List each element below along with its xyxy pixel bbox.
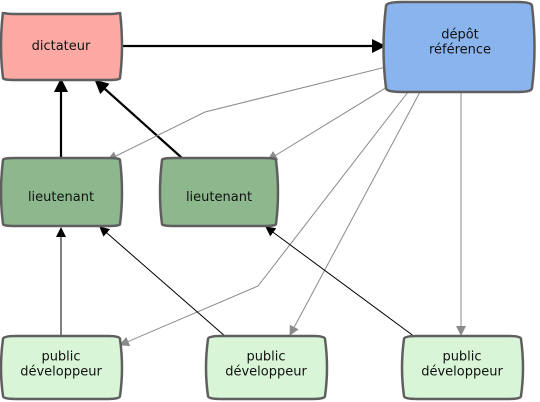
edges [54, 39, 466, 347]
edge-reference-to-dev-left [119, 91, 409, 347]
lieutenant-left-node: lieutenant [0, 156, 124, 228]
lieutenant-left-node-shape [0, 156, 124, 228]
dictator-label: dictateur [32, 39, 91, 54]
dev-right-label-line: public [442, 350, 481, 365]
dev-left-node-shape [0, 334, 124, 401]
edge-reference-to-lieutenant-left [107, 66, 387, 161]
reference-node-shape [382, 0, 536, 94]
dev-middle-label-line: public [246, 350, 285, 365]
lieutenant-right-label-line: lieutenant [186, 190, 252, 205]
lieutenant-left-label: lieutenant [28, 190, 94, 205]
reference-label-line: référence [429, 43, 491, 58]
edge-dev-middle-to-lieutenant-left [99, 226, 227, 338]
reference-label-line: dépôt [441, 28, 479, 43]
lieutenant-right-label: lieutenant [186, 190, 252, 205]
dictator-node: dictateur [0, 11, 124, 82]
dev-right-label-line: développeur [421, 365, 503, 380]
lieutenant-right-node: lieutenant [158, 156, 280, 228]
edge-dev-right-to-lieutenant-right [265, 226, 416, 338]
dictator-label-line: dictateur [32, 39, 91, 54]
edge-lieutenant-right-to-dictator [94, 79, 183, 159]
dev-left-label-line: public [41, 350, 80, 365]
dev-middle-label-line: développeur [225, 365, 307, 380]
dev-middle-node-shape [204, 334, 329, 401]
dictator-node-shape [0, 11, 124, 82]
lieutenant-right-node-shape [158, 156, 280, 228]
lieutenant-left-label-line: lieutenant [28, 190, 94, 205]
edge-reference-to-lieutenant-right [267, 83, 393, 161]
dev-right-node-shape [400, 334, 525, 401]
dev-left-label-line: développeur [20, 365, 102, 380]
edge-reference-to-dev-middle [289, 91, 421, 336]
